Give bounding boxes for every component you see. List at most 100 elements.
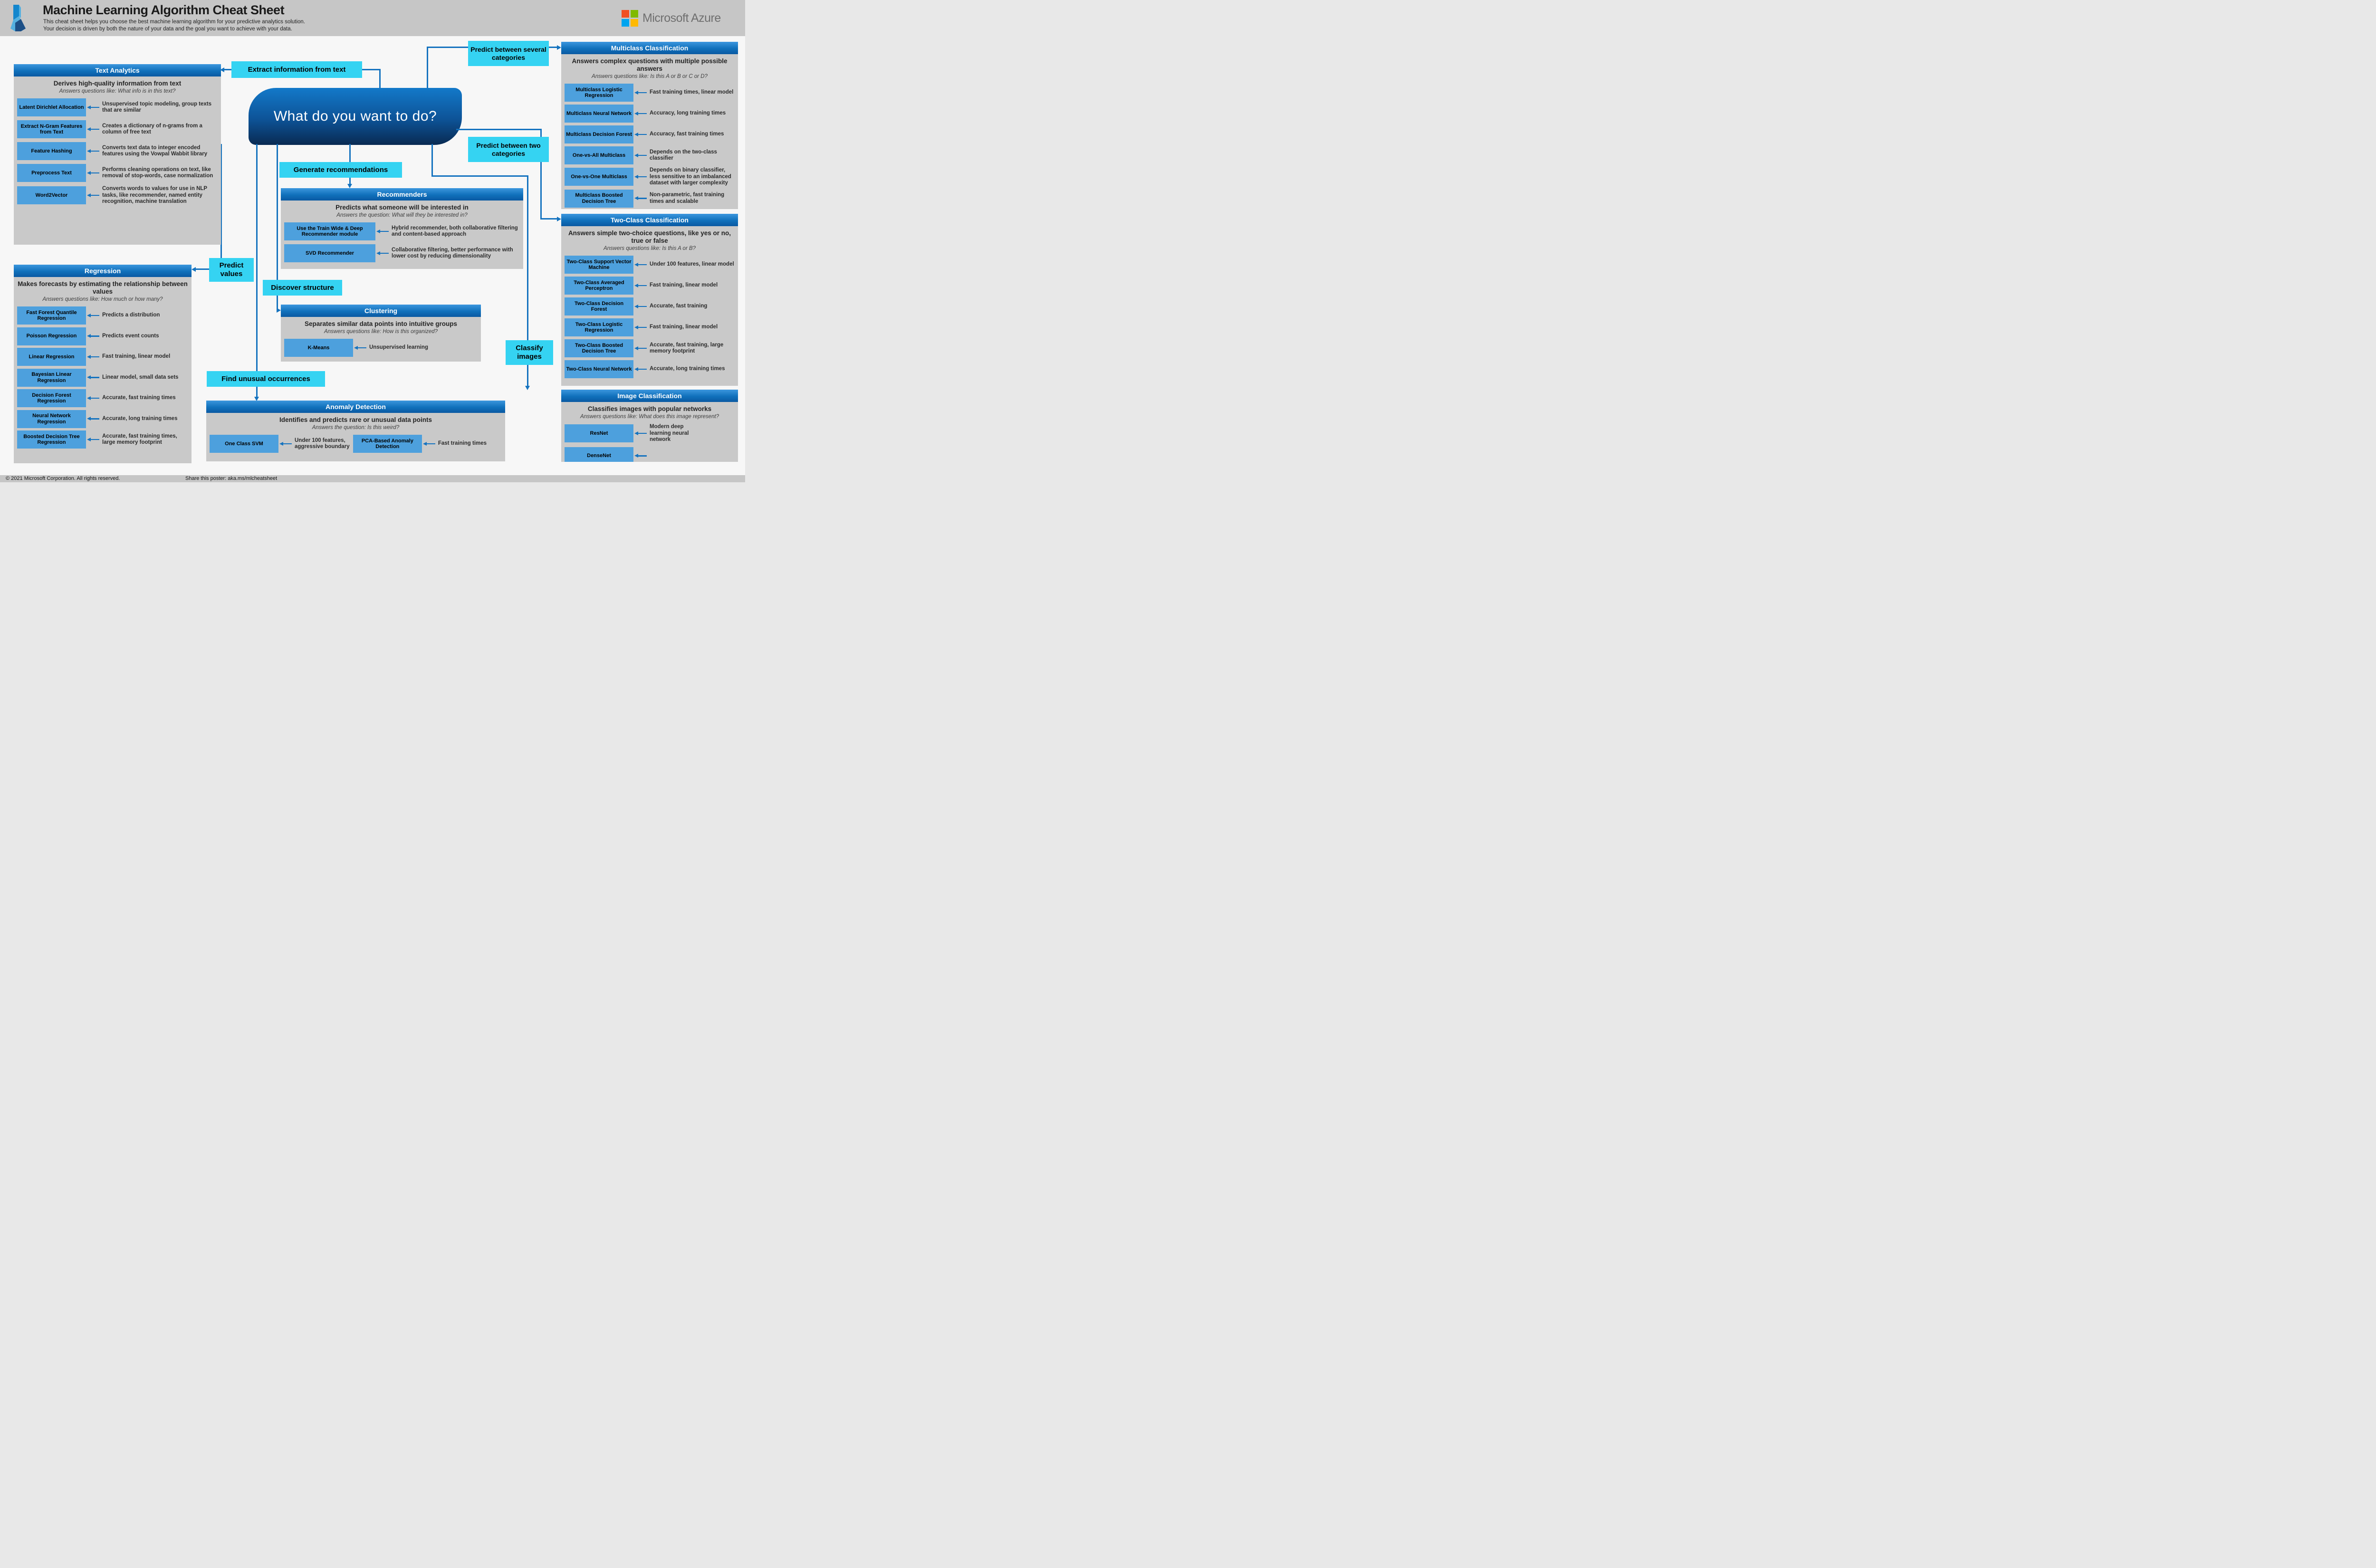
left-arrow-icon — [87, 437, 99, 442]
left-arrow-icon — [87, 127, 99, 132]
algorithm-description: Under 100 features, linear model — [650, 261, 734, 268]
central-question-text: What do you want to do? — [273, 108, 437, 124]
algorithm-button[interactable]: Multiclass Neural Network — [565, 105, 633, 123]
panel-subtitle: Answers the question: What will they be … — [336, 212, 468, 218]
copyright-text: © 2021 Microsoft Corporation. All rights… — [6, 476, 120, 481]
label-predict-values[interactable]: Predict values — [209, 258, 254, 282]
left-arrow-icon — [87, 396, 99, 401]
panel-multiclass-classification: Multiclass Classification Answers comple… — [561, 42, 738, 209]
connector-line — [431, 144, 433, 177]
algorithm-button[interactable]: Preprocess Text — [17, 164, 86, 182]
algorithm-button[interactable]: Multiclass Decision Forest — [565, 125, 633, 143]
panel-image-classification: Image Classification Classifies images w… — [561, 390, 738, 462]
left-arrow-icon — [634, 431, 647, 436]
algorithm-row: Two-Class Boosted Decision Tree Accurate,… — [565, 339, 735, 357]
algorithm-button[interactable]: One-vs-One Multiclass — [565, 168, 633, 186]
algorithm-button[interactable]: Two-Class Logistic Regression — [565, 318, 633, 336]
panel-heading: Identifies and predicts rare or unusual … — [279, 416, 432, 423]
algorithm-button[interactable]: Neural Network Regression — [17, 410, 86, 428]
algorithm-button[interactable]: PCA-Based Anomaly Detection — [353, 435, 422, 453]
left-arrow-icon — [87, 149, 99, 153]
algorithm-button[interactable]: Two-Class Decision Forest — [565, 297, 633, 316]
label-predict-several-categories[interactable]: Predict between several categories — [468, 41, 549, 66]
algorithm-button[interactable]: Two-Class Neural Network — [565, 360, 633, 378]
algorithm-button[interactable]: Word2Vector — [17, 186, 86, 205]
algorithm-description: Accurate, fast training, large memory fo… — [650, 342, 724, 354]
algorithm-button[interactable]: Extract N-Gram Features from Text — [17, 120, 86, 138]
panel-title: Text Analytics — [14, 64, 221, 76]
panel-heading: Answers simple two-choice questions, lik… — [568, 229, 731, 244]
connector-line — [527, 364, 528, 386]
arrow-to-clustering-icon — [277, 308, 281, 313]
left-arrow-icon — [279, 441, 292, 446]
algorithm-description: Accurate, fast training times, large mem… — [102, 433, 177, 446]
algorithm-button[interactable]: Boosted Decision Tree Regression — [17, 430, 86, 449]
left-arrow-icon — [634, 454, 647, 458]
panel-title: Recommenders — [281, 188, 523, 201]
algorithm-button[interactable]: Feature Hashing — [17, 142, 86, 160]
algorithm-description: Collaborative filtering, better performa… — [392, 247, 513, 259]
panel-subtitle: Answers questions like: What info is in … — [59, 88, 176, 94]
algorithm-button[interactable]: Two-Class Boosted Decision Tree — [565, 339, 633, 357]
panel-subtitle: Answers the question: Is this weird? — [312, 425, 400, 430]
algorithm-button[interactable]: Poisson Regression — [17, 327, 86, 345]
algorithm-row: Use the Train Wide & Deep Recommender mo… — [284, 222, 520, 240]
panel-title: Clustering — [281, 305, 481, 317]
algorithm-button[interactable]: Linear Regression — [17, 348, 86, 366]
algorithm-button[interactable]: SVD Recommender — [284, 244, 375, 262]
connector-line — [431, 175, 528, 177]
label-extract-information[interactable]: Extract information from text — [231, 61, 362, 78]
algorithm-button[interactable]: One Class SVM — [210, 435, 278, 453]
label-find-unusual-occurrences[interactable]: Find unusual occurrences — [207, 371, 325, 387]
algorithm-button[interactable]: Decision Forest Regression — [17, 389, 86, 407]
connector-line — [256, 144, 258, 371]
panel-text-analytics: Text Analytics Derives high-quality info… — [14, 64, 221, 245]
connector-line — [540, 218, 557, 220]
algorithm-description: Fast training, linear model — [102, 354, 171, 360]
algorithm-button[interactable]: Multiclass Boosted Decision Tree — [565, 189, 633, 208]
label-generate-recommendations[interactable]: Generate recommendations — [279, 162, 402, 178]
label-predict-two-categories[interactable]: Predict between two categories — [468, 137, 549, 162]
panel-clustering: Clustering Separates similar data points… — [281, 305, 481, 362]
panel-title: Regression — [14, 265, 192, 277]
panel-heading: Derives high-quality information from te… — [53, 80, 182, 87]
algorithm-button[interactable]: Latent Dirichlet Allocation — [17, 98, 86, 116]
connector-line — [379, 69, 381, 88]
left-arrow-icon — [354, 345, 366, 350]
algorithm-button[interactable]: ResNet — [565, 424, 633, 443]
algorithm-button[interactable]: Multiclass Logistic Regression — [565, 84, 633, 102]
left-arrow-icon — [634, 325, 647, 330]
algorithm-button[interactable]: Fast Forest Quantile Regression — [17, 306, 86, 325]
left-arrow-icon — [376, 251, 389, 256]
connector-line — [196, 268, 209, 270]
algorithm-button[interactable]: K-Means — [284, 339, 353, 357]
left-arrow-icon — [422, 441, 435, 446]
connector-line — [349, 177, 351, 184]
algorithm-description: Accurate, fast training times — [102, 395, 176, 401]
label-classify-images[interactable]: Classify images — [506, 340, 553, 365]
algorithm-button[interactable]: Bayesian Linear Regression — [17, 368, 86, 387]
panel-subtitle: Answers questions like: How much or how … — [42, 296, 163, 302]
panel-subtitle: Answers questions like: Is this A or B? — [603, 246, 696, 251]
algorithm-button[interactable]: Use the Train Wide & Deep Recommender mo… — [284, 222, 375, 240]
panel-title: Multiclass Classification — [561, 42, 738, 54]
central-question-shape: What do you want to do? — [249, 88, 462, 145]
panel-anomaly-detection: Anomaly Detection Identifies and predict… — [206, 401, 505, 461]
algorithm-button[interactable]: Two-Class Averaged Perceptron — [565, 277, 633, 295]
label-discover-structure[interactable]: Discover structure — [263, 280, 342, 296]
algorithm-button[interactable]: DenseNet — [565, 447, 633, 462]
left-arrow-icon — [634, 262, 647, 267]
connector-line — [427, 47, 428, 88]
algorithm-button[interactable]: Two-Class Support Vector Machine — [565, 256, 633, 274]
algorithm-button[interactable]: One-vs-All Multiclass — [565, 146, 633, 164]
microsoft-logo-icon — [622, 10, 639, 27]
